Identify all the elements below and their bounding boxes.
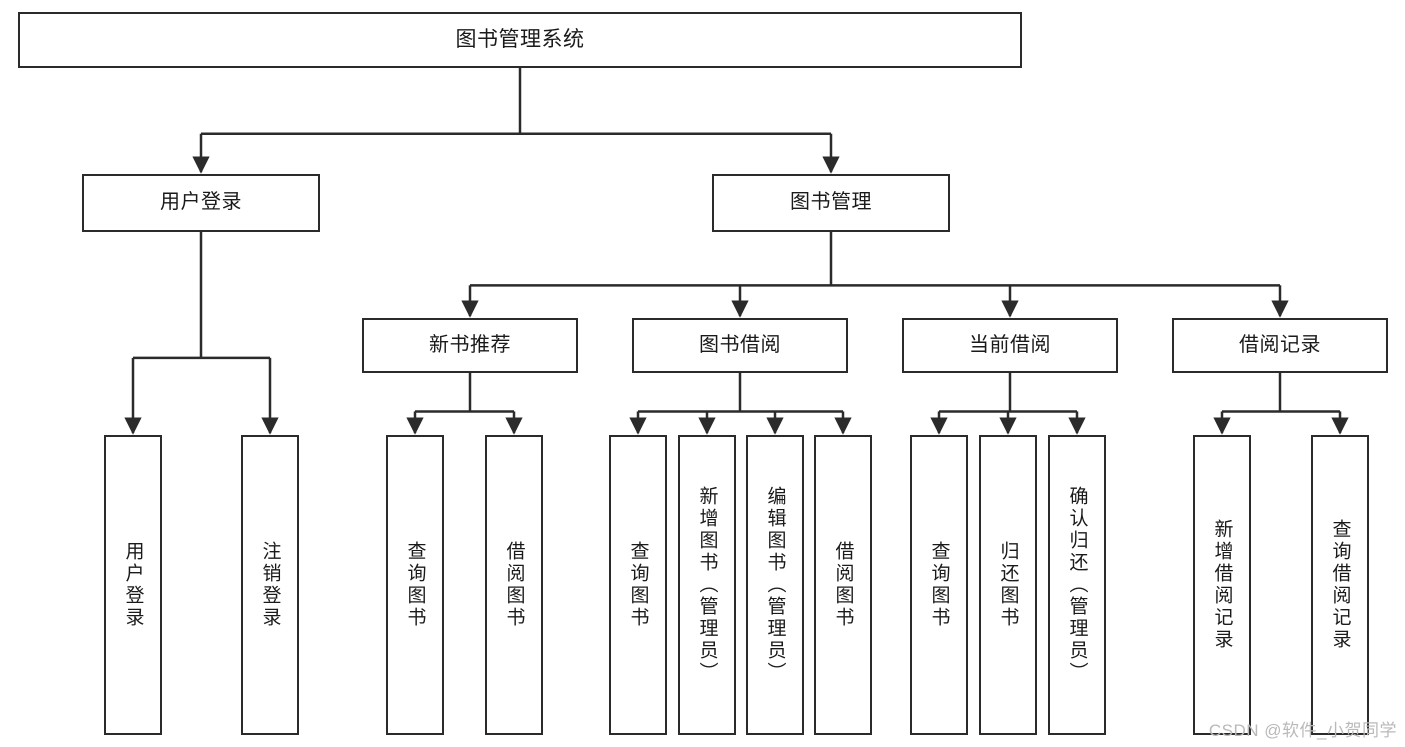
node-leaf-logout[interactable]: 注销登录 <box>241 435 299 735</box>
node-leaf-query-book-2[interactable]: 查询图书 <box>609 435 667 735</box>
node-leaf-borrow-book-2[interactable]: 借阅图书 <box>814 435 872 735</box>
node-label: 新书推荐 <box>429 333 511 356</box>
node-leaf-user-login[interactable]: 用户登录 <box>104 435 162 735</box>
node-label: 查询图书 <box>928 541 950 629</box>
node-leaf-query-book-3[interactable]: 查询图书 <box>910 435 968 735</box>
node-label: 编辑图书（管理员） <box>764 486 786 684</box>
node-leaf-query-book-1[interactable]: 查询图书 <box>386 435 444 735</box>
node-label: 借阅图书 <box>503 541 525 629</box>
node-label: 新增图书（管理员） <box>696 486 718 684</box>
node-label: 新增借阅记录 <box>1211 519 1233 651</box>
watermark: CSDN @软件_小贺同学 <box>1208 721 1397 740</box>
node-label: 用户登录 <box>122 541 144 629</box>
node-label: 图书管理 <box>790 191 872 214</box>
node-label: 确认归还（管理员） <box>1066 486 1088 684</box>
node-current-borrow[interactable]: 当前借阅 <box>902 318 1118 373</box>
node-leaf-add-book[interactable]: 新增图书（管理员） <box>678 435 736 735</box>
node-label: 借阅记录 <box>1239 333 1321 356</box>
node-leaf-add-record[interactable]: 新增借阅记录 <box>1193 435 1251 735</box>
node-label: 注销登录 <box>259 541 281 629</box>
node-root[interactable]: 图书管理系统 <box>18 12 1022 68</box>
node-leaf-confirm-return[interactable]: 确认归还（管理员） <box>1048 435 1106 735</box>
node-label: 图书借阅 <box>699 333 781 356</box>
node-borrow-record[interactable]: 借阅记录 <box>1172 318 1388 373</box>
node-label: 查询图书 <box>404 541 426 629</box>
node-label: 当前借阅 <box>969 333 1051 356</box>
node-label: 查询图书 <box>627 541 649 629</box>
node-label: 借阅图书 <box>832 541 854 629</box>
node-label: 用户登录 <box>160 191 242 214</box>
node-label: 归还图书 <box>997 541 1019 629</box>
node-leaf-return-book[interactable]: 归还图书 <box>979 435 1037 735</box>
node-user-login[interactable]: 用户登录 <box>82 174 320 232</box>
node-leaf-borrow-book-1[interactable]: 借阅图书 <box>485 435 543 735</box>
node-label: 图书管理系统 <box>455 27 585 51</box>
node-book-borrow[interactable]: 图书借阅 <box>632 318 848 373</box>
node-leaf-edit-book[interactable]: 编辑图书（管理员） <box>746 435 804 735</box>
node-book-manage[interactable]: 图书管理 <box>712 174 950 232</box>
node-leaf-query-record[interactable]: 查询借阅记录 <box>1311 435 1369 735</box>
node-label: 查询借阅记录 <box>1329 519 1351 651</box>
node-new-book-rec[interactable]: 新书推荐 <box>362 318 578 373</box>
